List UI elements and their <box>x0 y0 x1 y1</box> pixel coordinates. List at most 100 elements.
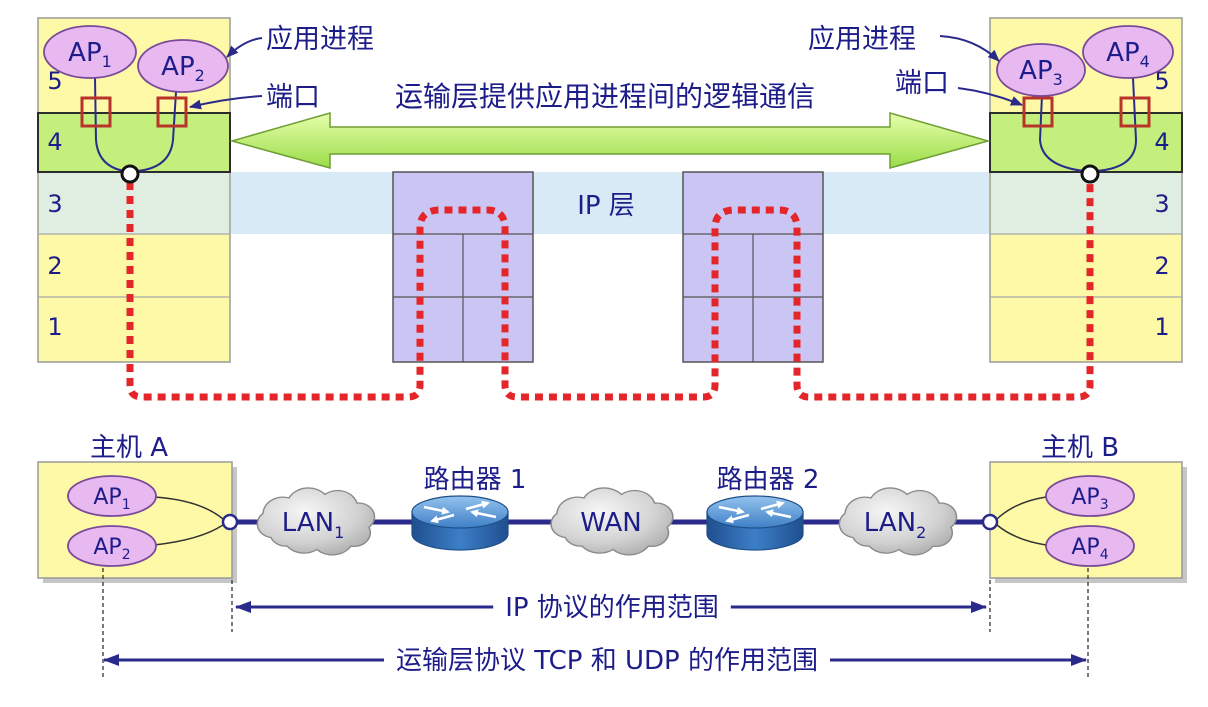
host-b-process-ap4-sub: 4 <box>1100 547 1109 563</box>
right-process-ap3-label: AP3 <box>1019 56 1063 89</box>
left-ap2-to-socket-curve <box>136 91 177 172</box>
right-port-pointer-label: 端口 <box>895 68 949 99</box>
host-b-interface <box>981 513 999 531</box>
left-port-1 <box>80 96 112 128</box>
transport-scope-label: 运输层协议 TCP 和 UDP 的作用范围 <box>396 646 818 676</box>
right-port-4 <box>1119 96 1151 128</box>
right-layer-number-3: 3 <box>1154 190 1169 218</box>
left-process-ap1 <box>43 25 137 79</box>
transport-caption: 运输层提供应用进程间的逻辑通信 <box>395 80 815 113</box>
ip-scope-label: IP 协议的作用范围 <box>505 593 719 623</box>
router-2-top <box>706 495 804 529</box>
router-1-top <box>411 495 509 529</box>
wan-label: WAN <box>580 508 642 538</box>
host-b-process-ap3-base: AP <box>1071 485 1099 510</box>
right-process-ap4-sub: 4 <box>1140 52 1150 71</box>
right-process-ap4-base: AP <box>1106 38 1139 68</box>
router-2-stack <box>682 171 824 363</box>
right-process-ap4-label: AP4 <box>1106 38 1150 71</box>
host-a-process-ap1-base: AP <box>93 485 121 510</box>
lan-1-sub: 1 <box>334 523 344 542</box>
host-a-ap1-link <box>153 496 224 520</box>
left-port-pointer-label: 端口 <box>266 82 320 113</box>
right-layer-number-2: 2 <box>1154 252 1169 280</box>
left-process-ap1-base: AP <box>68 38 101 68</box>
host-b-process-ap3-sub: 3 <box>1100 497 1109 513</box>
right-process-ap3-base: AP <box>1019 56 1052 86</box>
left-process-ap1-label: AP1 <box>68 38 112 71</box>
right-process-ap3-sub: 3 <box>1053 70 1063 89</box>
left-ap1-to-socket-curve <box>94 77 125 172</box>
host-b-process-ap4-label: AP4 <box>1071 535 1108 563</box>
left-process-ap2-label: AP2 <box>161 52 205 85</box>
ip-scope-label-gap <box>493 592 731 622</box>
host-b-box: AP3 AP4 <box>981 461 1187 583</box>
right-host-layer-4 <box>989 112 1183 173</box>
left-process-pointer-label: 应用进程 <box>266 24 374 55</box>
data-path-dotted <box>126 182 1094 401</box>
host-b-process-ap3 <box>1045 475 1135 517</box>
transport-scope-label-gap <box>384 645 830 675</box>
host-a-title: 主机 A <box>90 433 168 463</box>
lan-1-label: LAN1 <box>282 508 345 542</box>
router-2-arrow-in-right <box>765 509 792 519</box>
host-a-interface <box>221 513 239 531</box>
host-a-process-ap1-sub: 1 <box>122 497 131 513</box>
right-process-pointer-label: 应用进程 <box>808 24 916 55</box>
host-a-process-ap2 <box>67 525 157 567</box>
right-layer-number-1: 1 <box>1154 313 1169 341</box>
right-port-3 <box>1022 96 1054 128</box>
router-2-arrow-out-up <box>760 500 785 511</box>
host-a-process-ap1-label: AP1 <box>93 485 130 513</box>
host-b-process-ap3-label: AP3 <box>1071 485 1108 513</box>
ip-layer-band <box>231 172 989 234</box>
router-1-icon <box>411 495 509 551</box>
host-a-process-ap2-label: AP2 <box>93 535 130 563</box>
host-a-process-ap1 <box>67 475 157 517</box>
lan-2-label: LAN2 <box>864 508 927 542</box>
lan-2-base: LAN <box>864 508 916 538</box>
host-b-title: 主机 B <box>1041 433 1119 463</box>
left-layer-number-5: 5 <box>47 67 62 95</box>
left-host-layer-4 <box>37 112 231 173</box>
router-1-arrow-out-down <box>430 513 455 524</box>
left-layer-number-2: 2 <box>47 252 62 280</box>
ip-layer-label: IP 层 <box>577 191 635 221</box>
right-process-pointer-arrow <box>939 35 1000 62</box>
right-port-pointer-arrow <box>957 87 1023 106</box>
right-ap4-to-socket-curve <box>1095 77 1138 172</box>
lan-1-base: LAN <box>282 508 334 538</box>
left-process-ap1-sub: 1 <box>102 52 112 71</box>
left-layer-number-1: 1 <box>47 313 62 341</box>
lan-2-sub: 2 <box>916 523 926 542</box>
right-layer-number-5: 5 <box>1154 67 1169 95</box>
left-layer-number-3: 3 <box>47 190 62 218</box>
right-layer-number-4: 4 <box>1154 128 1169 156</box>
host-b-process-ap4 <box>1045 525 1135 567</box>
right-process-ap4 <box>1082 25 1174 79</box>
left-layer-number-4: 4 <box>47 128 62 156</box>
right-host-socket <box>1080 164 1100 184</box>
left-host-socket <box>120 164 140 184</box>
router-1-label: 路由器 1 <box>424 465 527 495</box>
left-process-ap2-base: AP <box>161 52 194 82</box>
left-port-2 <box>156 96 188 128</box>
router-1-arrow-out-up <box>465 500 490 511</box>
router-2-label: 路由器 2 <box>717 465 820 495</box>
host-a-process-ap2-sub: 2 <box>122 547 131 563</box>
host-b-ap4-link <box>996 524 1047 546</box>
host-a-process-ap2-base: AP <box>93 535 121 560</box>
left-process-ap2 <box>137 39 229 93</box>
left-port-pointer-arrow <box>189 95 263 110</box>
router-2-arrow-in-left <box>718 505 745 515</box>
host-a-box: AP1 AP2 <box>37 461 239 583</box>
router-1-arrow-in-right <box>470 509 497 519</box>
left-process-pointer-arrow <box>226 37 263 58</box>
right-process-ap3 <box>996 43 1086 97</box>
left-process-ap2-sub: 2 <box>195 66 205 85</box>
logical-communication-arrow <box>229 112 991 169</box>
host-b-process-ap4-base: AP <box>1071 535 1099 560</box>
host-a-ap2-link <box>153 524 224 546</box>
router-2-arrow-out-down <box>725 513 750 524</box>
